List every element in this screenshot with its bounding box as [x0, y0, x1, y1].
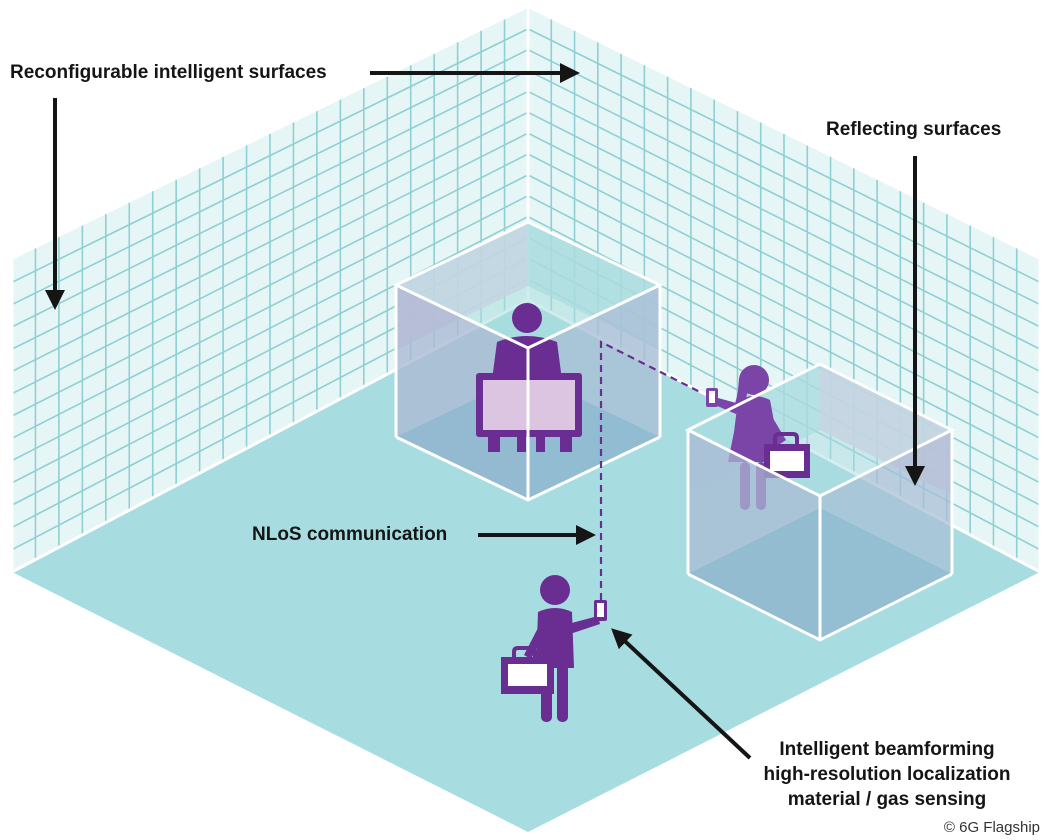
copyright-notice: © 6G Flagship: [943, 819, 1040, 836]
floor: [12, 300, 1040, 832]
label-beamforming-line2: high-resolution localization: [763, 764, 1011, 785]
label-nlos-communication: NLoS communication: [252, 524, 448, 545]
arrow-beamforming: [611, 628, 752, 760]
label-reflecting-surfaces: Reflecting surfaces: [826, 119, 1002, 140]
callout-arrows: [45, 63, 925, 760]
glass-cube-left-edges: [392, 220, 664, 502]
label-reconfigurable-intelligent-surfaces: Reconfigurable intelligent surfaces: [10, 62, 327, 83]
label-beamforming-block: Intelligent beamforming high-resolution …: [744, 737, 1030, 812]
label-beamforming-line1: Intelligent beamforming: [779, 739, 995, 760]
glass-cube-right-edges: [684, 362, 956, 642]
briefcase-icon: [764, 432, 810, 478]
briefcase-icon: [501, 646, 554, 694]
nlos-signal-path: [599, 340, 701, 600]
label-beamforming-line3: material / gas sensing: [787, 789, 987, 810]
